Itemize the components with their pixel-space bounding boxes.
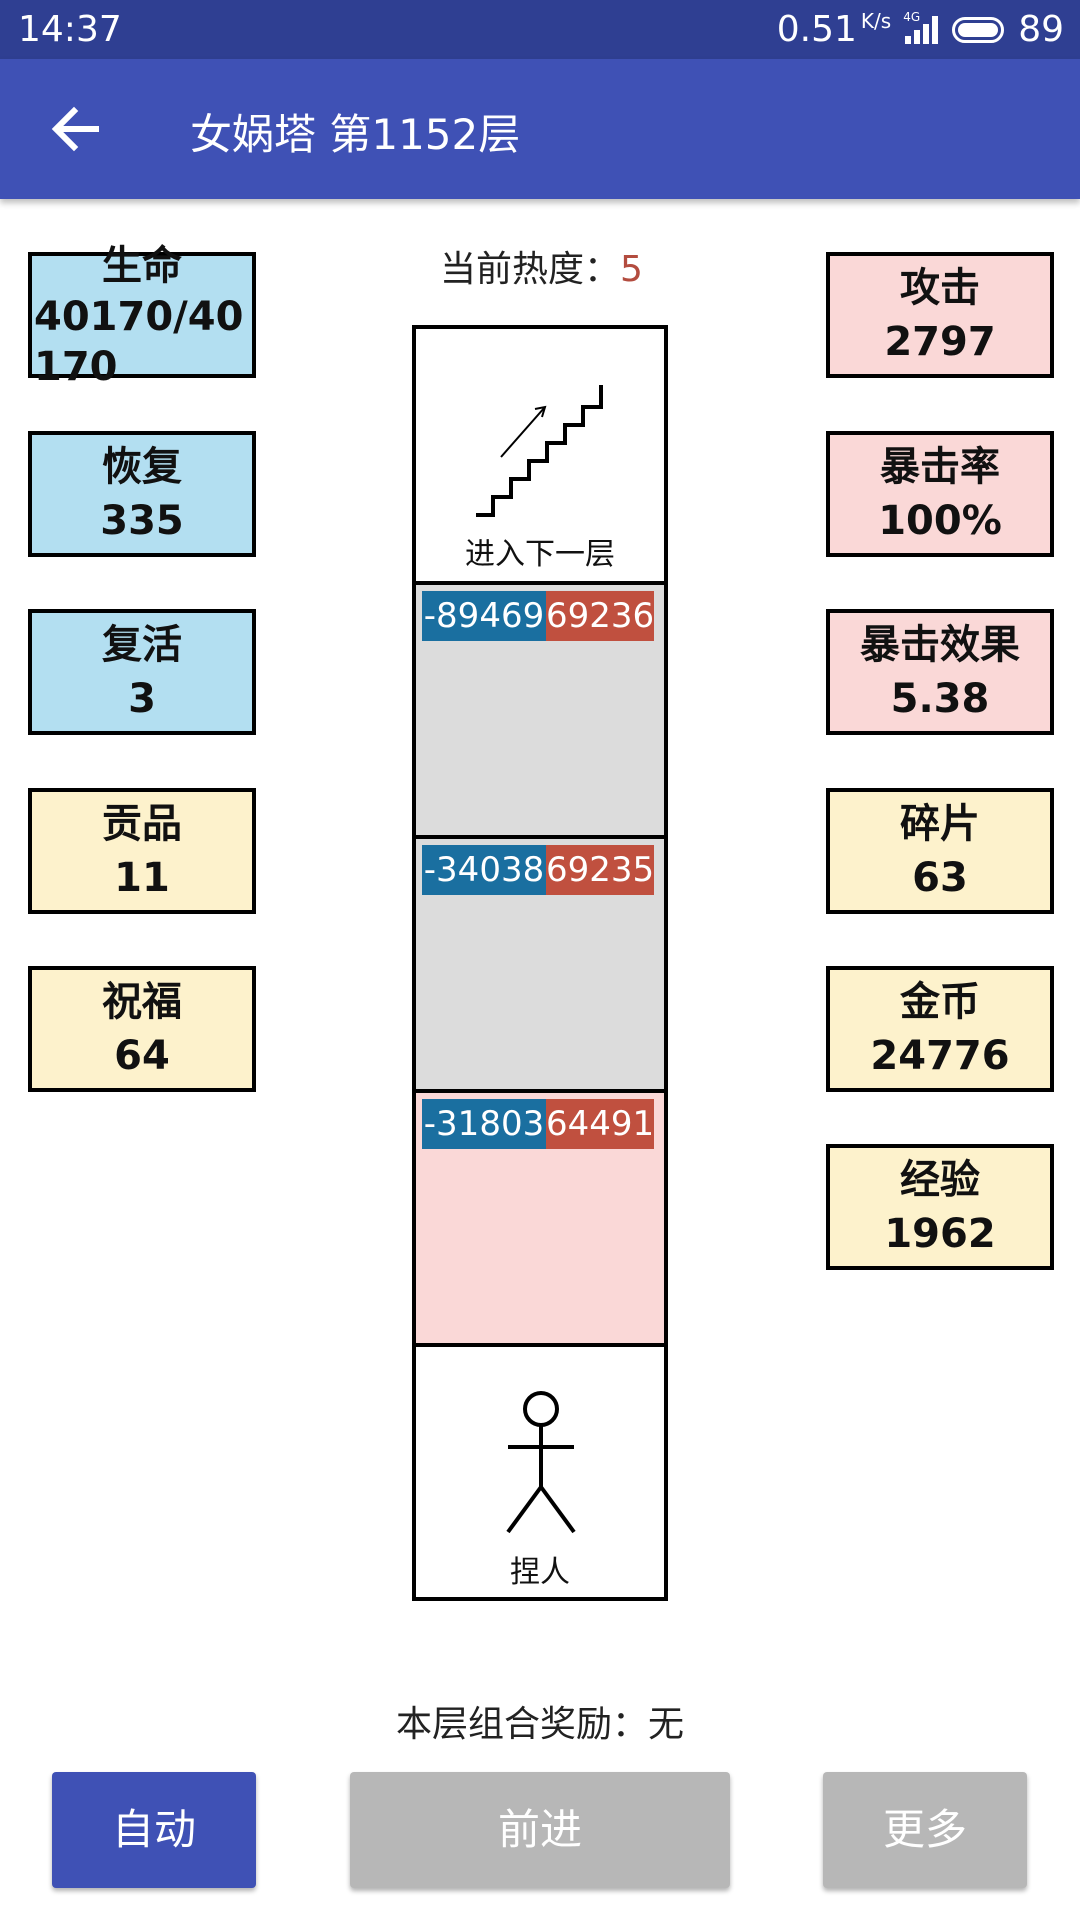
stat-tribute: 贡品 11 xyxy=(28,788,256,914)
heat-value: 5 xyxy=(620,249,643,290)
network-type: 4G xyxy=(903,9,921,24)
stat-label: 碎片 xyxy=(900,801,980,847)
stat-value: 3 xyxy=(128,676,156,722)
app-bar: 女娲塔 第1152层 xyxy=(0,59,1080,199)
stick-figure-icon xyxy=(506,1391,576,1534)
stat-value: 64 xyxy=(114,1033,170,1079)
heat-label: 当前热度： xyxy=(440,249,621,290)
stat-label: 经验 xyxy=(900,1157,980,1203)
signal-icon: 4G xyxy=(903,10,939,44)
forward-button[interactable]: 前进 xyxy=(350,1772,730,1888)
combo-reward: 本层组合奖励：无 xyxy=(395,1704,684,1745)
page-title: 女娲塔 第1152层 xyxy=(190,110,521,159)
stat-label: 复活 xyxy=(102,622,182,668)
enemy-cell[interactable]: -89469 69236 xyxy=(416,585,664,839)
enemy-stats: -89469 69236 xyxy=(422,591,654,641)
next-floor-cell[interactable]: 进入下一层 xyxy=(416,329,664,585)
battery-icon xyxy=(952,16,1005,43)
arrow-left-icon[interactable] xyxy=(46,99,106,159)
battery-level: 89 xyxy=(1018,9,1064,50)
stat-label: 生命 xyxy=(102,243,182,289)
stat-value: 24776 xyxy=(870,1033,1010,1079)
stat-label: 暴击率 xyxy=(880,444,1000,490)
stat-label: 攻击 xyxy=(900,265,980,311)
stat-crit-rate: 暴击率 100% xyxy=(826,431,1054,557)
more-button[interactable]: 更多 xyxy=(823,1772,1027,1888)
stat-crit-effect: 暴击效果 5.38 xyxy=(826,609,1054,735)
stat-recovery: 恢复 335 xyxy=(28,431,256,557)
stat-label: 恢复 xyxy=(102,444,182,490)
stat-revive: 复活 3 xyxy=(28,609,256,735)
stat-value: 11 xyxy=(114,855,170,901)
enemy-stats: -34038 69235 xyxy=(422,845,654,895)
stat-value: 1962 xyxy=(884,1211,996,1257)
stat-label: 暴击效果 xyxy=(860,622,1020,668)
stat-label: 祝福 xyxy=(102,979,182,1025)
stat-value: 100% xyxy=(878,498,1002,544)
auto-button[interactable]: 自动 xyxy=(52,1772,256,1888)
stairs-icon xyxy=(476,385,603,517)
stat-blessing: 祝福 64 xyxy=(28,966,256,1092)
stat-value: 335 xyxy=(100,498,184,544)
heat-indicator: 当前热度：5 xyxy=(440,240,643,292)
enemy-hp: 69236 xyxy=(546,591,654,641)
next-floor-label: 进入下一层 xyxy=(465,537,615,572)
enemy-hp: 69235 xyxy=(546,845,654,895)
stat-value: 5.38 xyxy=(890,676,990,722)
stat-value: 2797 xyxy=(884,319,996,365)
enemy-cell[interactable]: -31803 64491 xyxy=(416,1093,664,1347)
stat-label: 金币 xyxy=(900,979,980,1025)
stat-gold: 金币 24776 xyxy=(826,966,1054,1092)
stat-value: 40170/40170 xyxy=(34,294,244,390)
enemy-stats: -31803 64491 xyxy=(422,1099,654,1149)
stat-label: 贡品 xyxy=(102,801,182,847)
stat-experience: 经验 1962 xyxy=(826,1144,1054,1270)
stat-life: 生命 40170/40170 xyxy=(28,243,256,390)
network-speed-unit: K/s xyxy=(860,9,892,33)
stat-fragments: 碎片 63 xyxy=(826,788,1054,914)
enemy-cell[interactable]: -34038 69235 xyxy=(416,839,664,1093)
player-label: 捏人 xyxy=(510,1555,570,1590)
enemy-hp: 64491 xyxy=(546,1099,654,1149)
status-time: 14:37 xyxy=(18,9,122,50)
player-cell[interactable]: 捏人 xyxy=(416,1347,664,1597)
enemy-attack: -89469 xyxy=(422,591,546,641)
stat-attack: 攻击 2797 xyxy=(826,252,1054,378)
tower: 进入下一层 -89469 69236 -34038 69235 -31803 6… xyxy=(412,325,668,1601)
enemy-attack: -34038 xyxy=(422,845,546,895)
stat-value: 63 xyxy=(912,855,968,901)
enemy-attack: -31803 xyxy=(422,1099,546,1149)
